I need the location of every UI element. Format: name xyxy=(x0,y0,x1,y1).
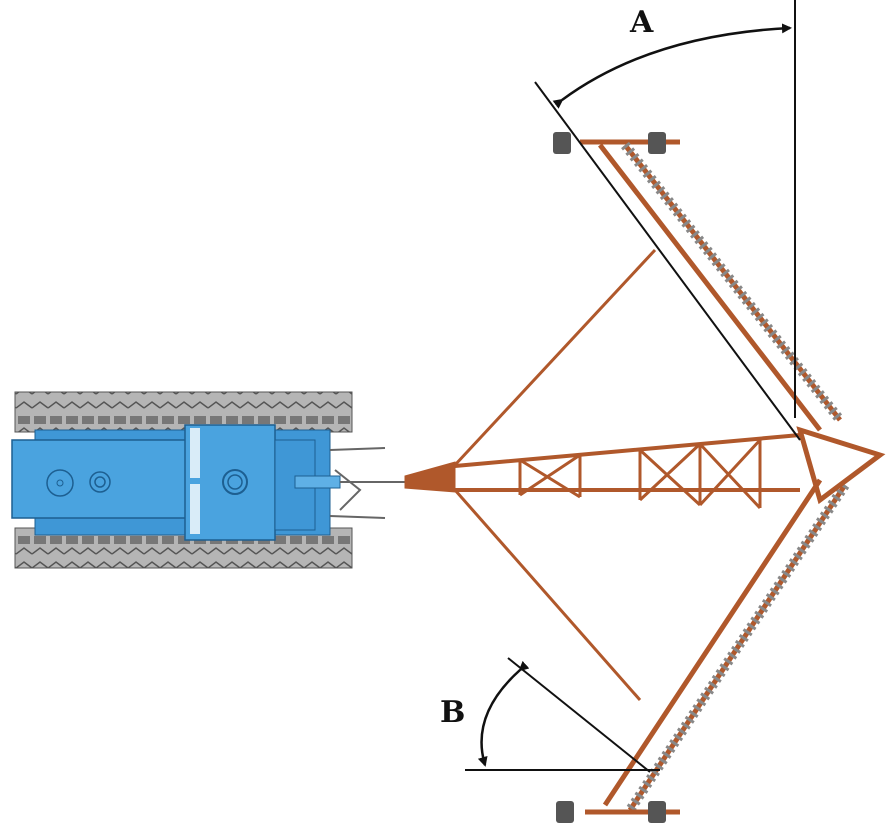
angle-a-label: A xyxy=(629,5,654,40)
engine-hood xyxy=(11,439,193,519)
v-implement-frame xyxy=(404,139,886,815)
air-intake-icon xyxy=(89,471,111,493)
angle-a-annotation: A xyxy=(534,0,801,441)
wheel-icon xyxy=(553,132,571,154)
exhaust-icon xyxy=(46,469,74,497)
wheel-icon xyxy=(648,801,666,823)
wheel-icon xyxy=(556,801,574,823)
wheels xyxy=(553,132,666,823)
hitch xyxy=(404,461,456,493)
crawler-tractor xyxy=(11,391,410,569)
wheel-icon xyxy=(648,132,666,154)
angle-b-label: B xyxy=(440,695,465,730)
track-top xyxy=(14,391,353,433)
angle-b-annotation: B xyxy=(440,657,660,773)
